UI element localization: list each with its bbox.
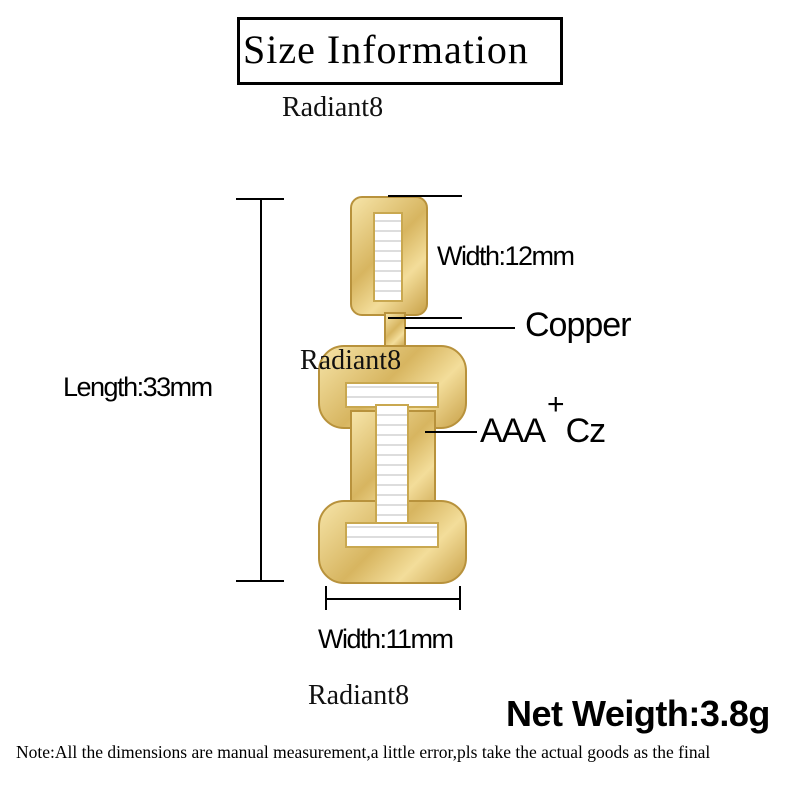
width-label: Width:11mm <box>318 624 454 654</box>
width-cap-left <box>325 586 327 610</box>
bail-width-line-top <box>388 195 462 197</box>
watermark: Radiant8 <box>282 92 384 123</box>
note-text: Note:All the dimensions are manual measu… <box>16 742 711 762</box>
copper-label: Copper <box>525 306 632 344</box>
watermark-middle: Radiant8 <box>300 345 402 376</box>
stone-plus: + <box>547 388 565 421</box>
title: Size Information <box>243 27 529 72</box>
length-cap-bottom <box>236 580 284 582</box>
length-cap-top <box>236 198 284 200</box>
stone-grade: AAA <box>480 412 546 450</box>
stone-type: Cz <box>565 412 607 450</box>
bail-width-line-bottom <box>388 317 462 319</box>
bail-stones <box>373 212 403 302</box>
length-line <box>260 198 262 580</box>
letter-stem-stones <box>375 404 409 526</box>
width-cap-right <box>459 586 461 610</box>
title-box <box>237 17 563 85</box>
stone-label: AAA+Cz <box>480 390 607 451</box>
length-label: Length:33mm <box>63 372 213 402</box>
letter-bottom-stones <box>345 522 439 548</box>
watermark-bottom: Radiant8 <box>308 680 410 711</box>
bail-width-label: Width:12mm <box>437 241 575 271</box>
stone-pointer <box>425 431 477 433</box>
width-line <box>325 598 460 600</box>
net-weight-label: Net Weigth:3.8g <box>506 693 770 734</box>
copper-pointer <box>405 327 515 329</box>
